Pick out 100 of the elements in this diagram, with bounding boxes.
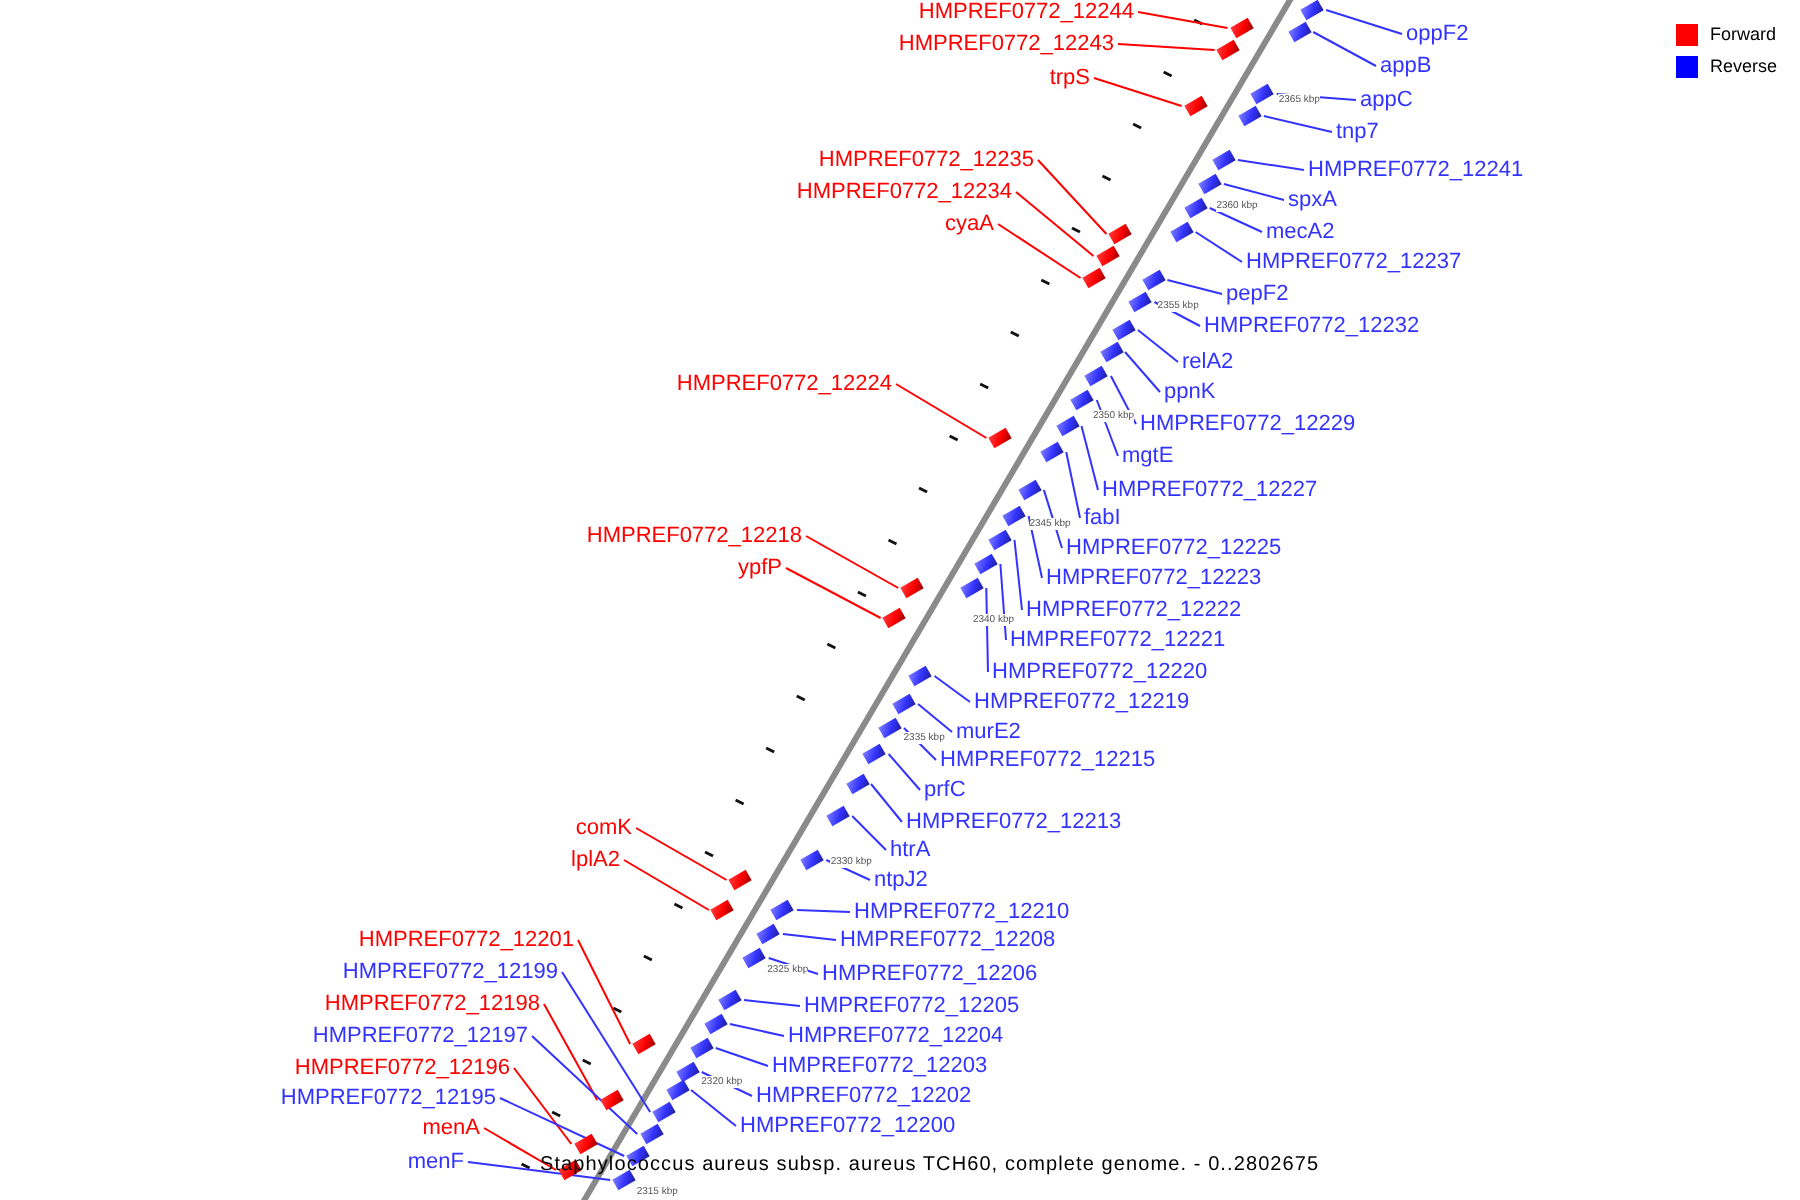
leader-line — [1262, 115, 1333, 133]
leader-line — [781, 933, 837, 941]
gene-block — [1251, 83, 1275, 105]
gene-block — [1198, 173, 1222, 195]
gene-block — [1212, 149, 1236, 171]
gene-label: HMPREF0772_12235 — [818, 148, 1034, 174]
gene-block — [1300, 0, 1324, 21]
gene-block — [757, 923, 781, 945]
leader-line — [785, 567, 882, 619]
gene-block — [1238, 105, 1262, 127]
gene-block — [826, 805, 850, 827]
gene-label: HMPREF0772_12224 — [676, 372, 892, 398]
leader-line — [999, 563, 1007, 641]
leader-line — [887, 753, 921, 791]
gene-label: HMPREF0772_12219 — [974, 690, 1190, 716]
gene-block — [1071, 389, 1095, 411]
gene-label: HMPREF0772_12202 — [756, 1084, 972, 1110]
gene-label: HMPREF0772_12198 — [324, 992, 540, 1018]
leader-line — [1136, 329, 1179, 363]
leader-line — [895, 383, 988, 439]
gene-block — [988, 427, 1013, 449]
leader-line — [577, 939, 632, 1045]
gene-block — [1287, 21, 1311, 43]
gene-label: HMPREF0772_12243 — [898, 32, 1114, 58]
gene-label: HMPREF0772_12218 — [586, 524, 802, 550]
leader-line — [1166, 279, 1223, 295]
gene-block — [652, 1101, 676, 1123]
gene-block — [1002, 505, 1027, 527]
gene-block — [878, 717, 902, 739]
gene-block — [960, 577, 984, 599]
gene-label: ntpJ2 — [874, 868, 928, 894]
gene-label: HMPREF0772_12223 — [1046, 566, 1262, 592]
leader-line — [531, 1035, 639, 1135]
leader-line — [1015, 191, 1095, 257]
gene-label: comK — [575, 816, 632, 842]
leader-line — [561, 971, 652, 1113]
leader-line — [1095, 399, 1119, 457]
gene-label: HMPREF0772_12203 — [772, 1054, 988, 1080]
gene-block — [892, 693, 916, 715]
leader-line — [1325, 9, 1403, 35]
gene-block — [771, 899, 795, 921]
gene-label: appB — [1380, 54, 1432, 80]
legend-label: Reverse — [1710, 56, 1778, 76]
gene-label: appC — [1360, 88, 1413, 114]
leader-line — [1137, 11, 1229, 29]
gene-block — [1018, 479, 1042, 501]
leader-line — [483, 1127, 558, 1171]
gene-label: HMPREF0772_12205 — [804, 994, 1020, 1020]
gene-block — [1216, 39, 1241, 61]
gene-block — [1184, 197, 1208, 219]
gene-block — [1082, 267, 1107, 289]
leader-line — [851, 815, 887, 851]
gene-block — [908, 665, 933, 687]
gene-block — [1184, 95, 1208, 117]
gene-label: HMPREF0772_12197 — [312, 1024, 528, 1050]
leader-line — [623, 859, 710, 911]
gene-block — [1112, 319, 1136, 341]
gene-label: menA — [422, 1116, 480, 1142]
gene-block — [988, 529, 1013, 551]
leader-line — [513, 1067, 573, 1145]
gene-block — [1099, 341, 1123, 363]
gene-block — [632, 1033, 656, 1055]
gene-label: HMPREF0772_12244 — [918, 0, 1134, 26]
gene-block — [1141, 269, 1165, 291]
gene-label: ppnK — [1164, 380, 1216, 406]
gene-label: HMPREF0772_12206 — [822, 962, 1038, 988]
leader-line — [1093, 77, 1183, 107]
leader-line — [690, 1089, 737, 1127]
gene-block — [1229, 17, 1254, 39]
leader-line — [635, 827, 728, 881]
gene-block — [882, 607, 907, 629]
gene-label: pepF2 — [1226, 282, 1289, 308]
gene-label: HMPREF0772_12220 — [992, 660, 1208, 686]
gene-block — [665, 1079, 689, 1101]
leader-line — [1236, 159, 1305, 171]
leader-line — [499, 1097, 626, 1157]
gene-label: tnp7 — [1336, 120, 1379, 146]
gene-block — [639, 1123, 663, 1145]
gene-label: relA2 — [1182, 350, 1234, 376]
gene-label: spxA — [1288, 188, 1337, 214]
leader-line — [825, 859, 871, 881]
gene-label: menF — [407, 1150, 464, 1176]
gene-block — [862, 743, 887, 765]
leader-line — [933, 675, 971, 703]
leader-line — [1153, 301, 1201, 327]
gene-block — [728, 869, 753, 891]
leader-line — [1109, 375, 1137, 425]
gene-label: HMPREF0772_12213 — [906, 810, 1122, 836]
gene-label: lplA2 — [571, 848, 620, 874]
leader-line — [1124, 351, 1161, 393]
leader-line — [1117, 43, 1216, 51]
gene-label: HMPREF0772_12221 — [1010, 628, 1226, 654]
gene-label: HMPREF0772_12200 — [740, 1114, 956, 1140]
leader-line — [1312, 31, 1377, 67]
gene-block — [743, 947, 767, 969]
gene-block — [599, 1089, 623, 1111]
gene-block — [1169, 221, 1194, 243]
gene-label: HMPREF0772_12208 — [840, 928, 1056, 954]
gene-block — [1128, 291, 1153, 313]
gene-label: HMPREF0772_12234 — [796, 180, 1012, 206]
